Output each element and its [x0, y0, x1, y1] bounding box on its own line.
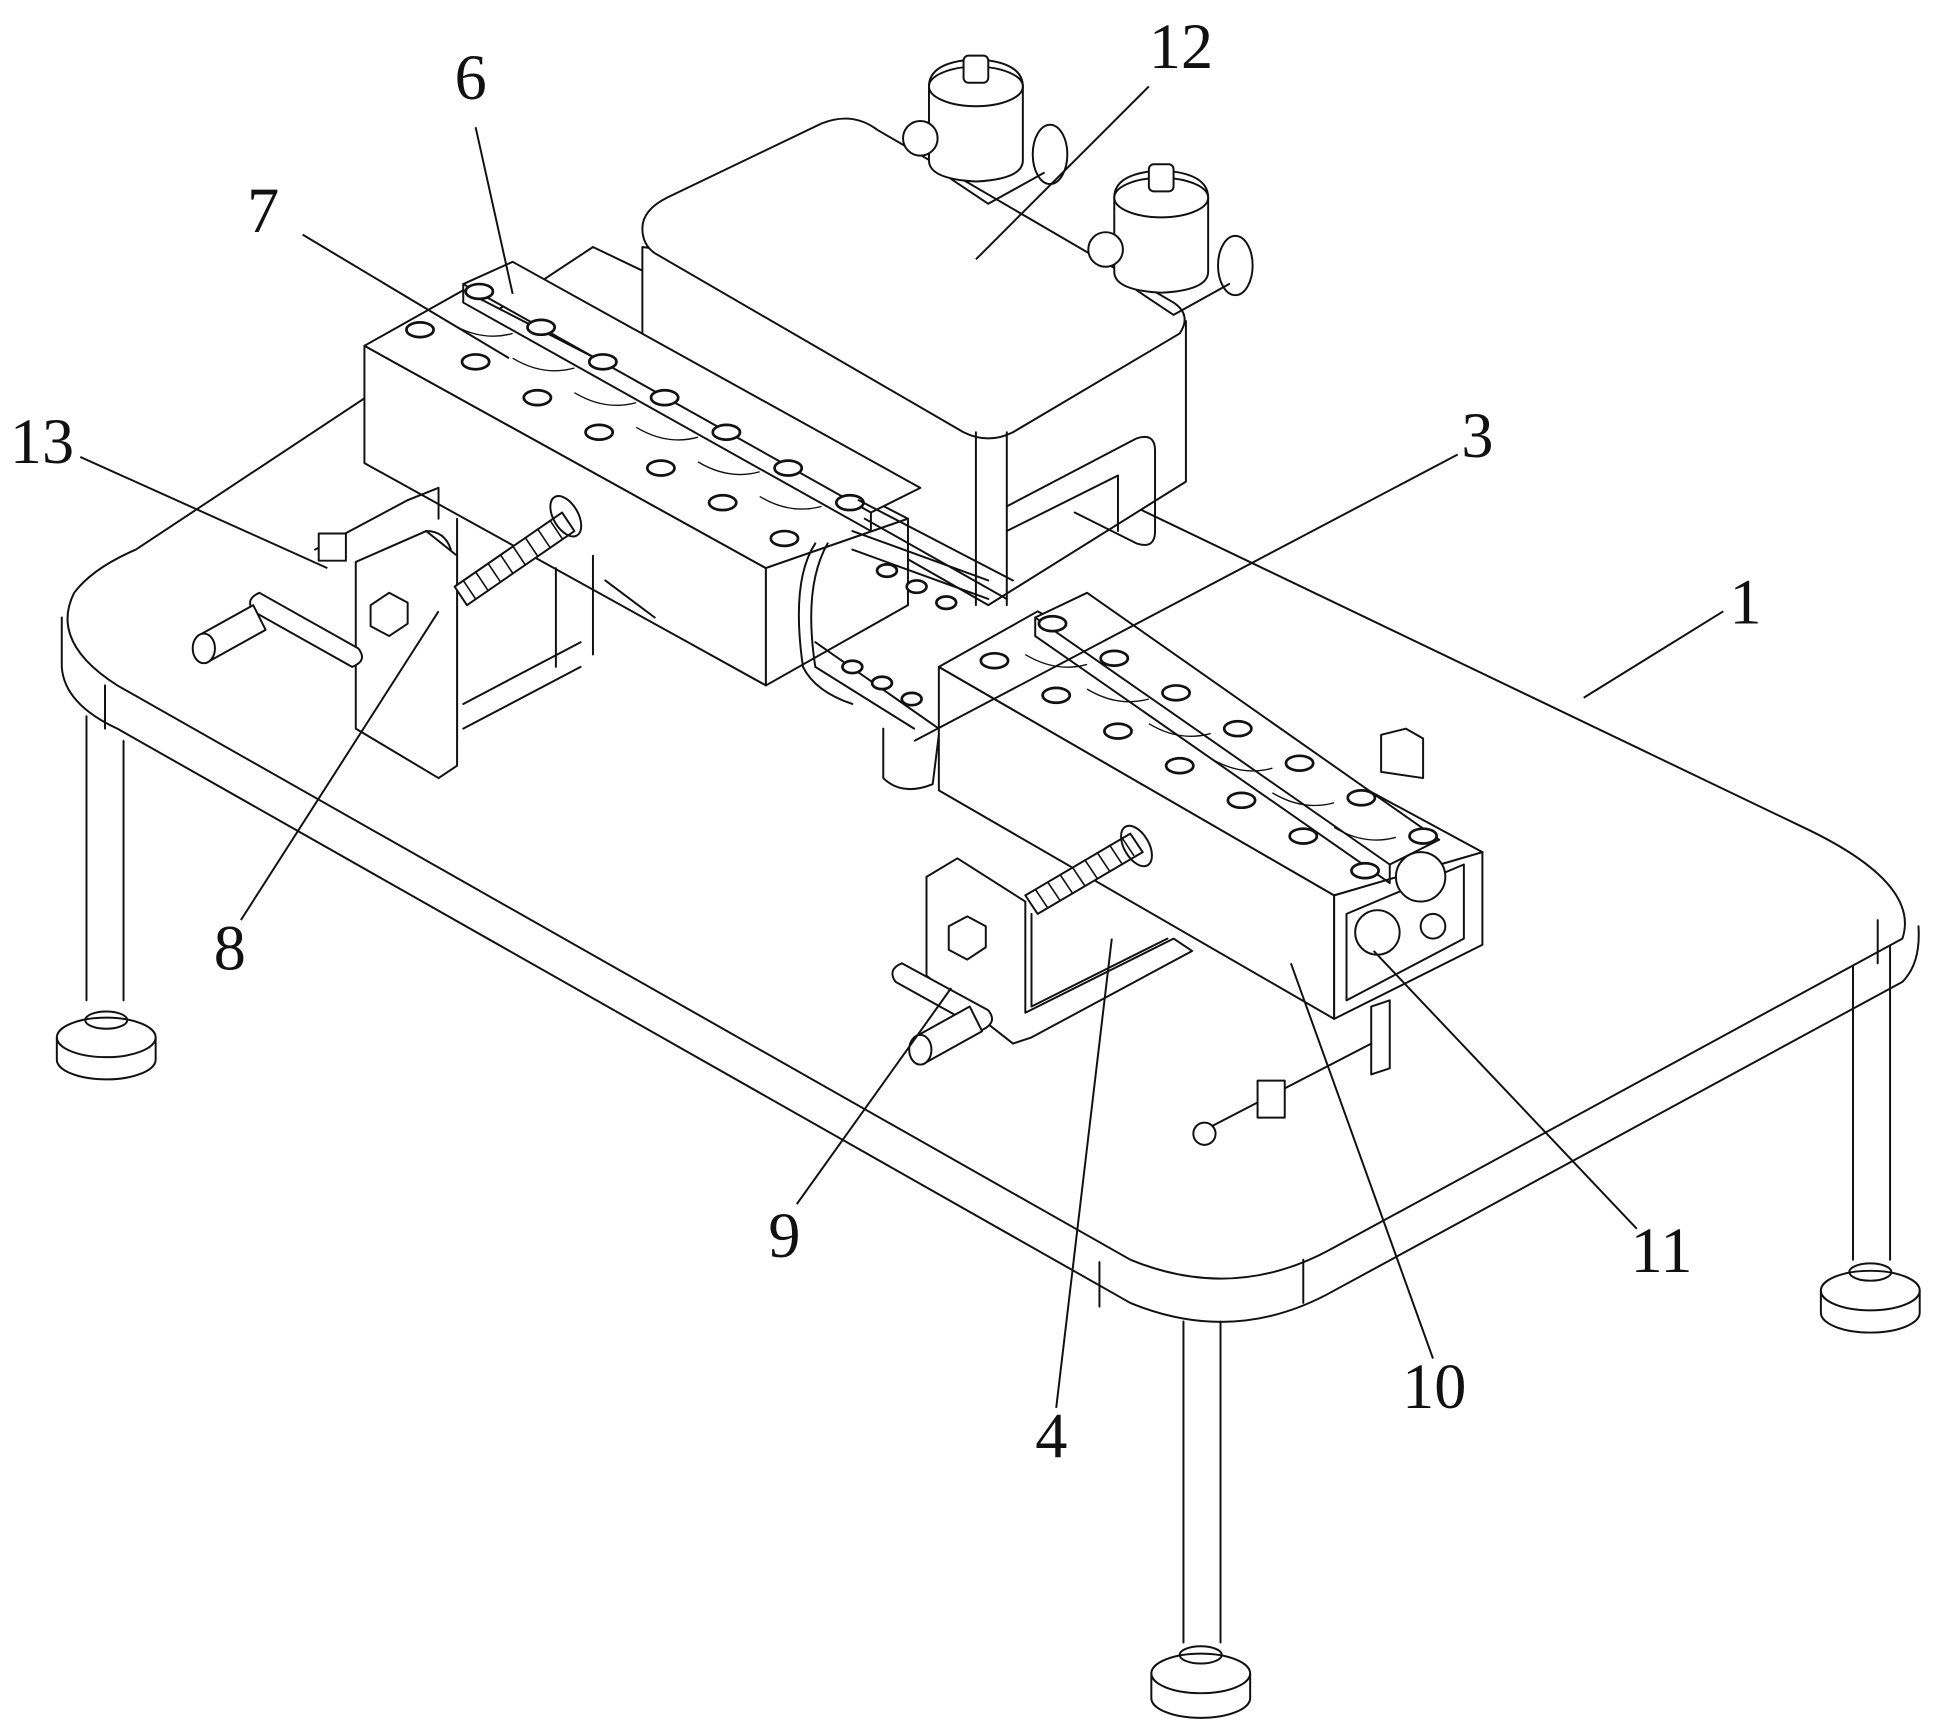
leader-1 — [1584, 611, 1724, 697]
table-leg-right — [1821, 939, 1920, 1333]
leader-6 — [476, 127, 513, 294]
label-6: 6 — [455, 42, 487, 113]
label-12: 12 — [1149, 11, 1213, 82]
table-leg-front — [1151, 1321, 1250, 1717]
label-7: 7 — [247, 175, 279, 246]
label-4: 4 — [1035, 1400, 1067, 1471]
table-leg-left — [57, 716, 156, 1079]
label-13: 13 — [10, 406, 74, 477]
label-8: 8 — [214, 912, 246, 983]
label-3: 3 — [1461, 400, 1493, 471]
label-11: 11 — [1631, 1215, 1693, 1286]
label-1: 1 — [1729, 567, 1761, 638]
label-10: 10 — [1402, 1351, 1466, 1422]
label-9: 9 — [768, 1200, 800, 1271]
